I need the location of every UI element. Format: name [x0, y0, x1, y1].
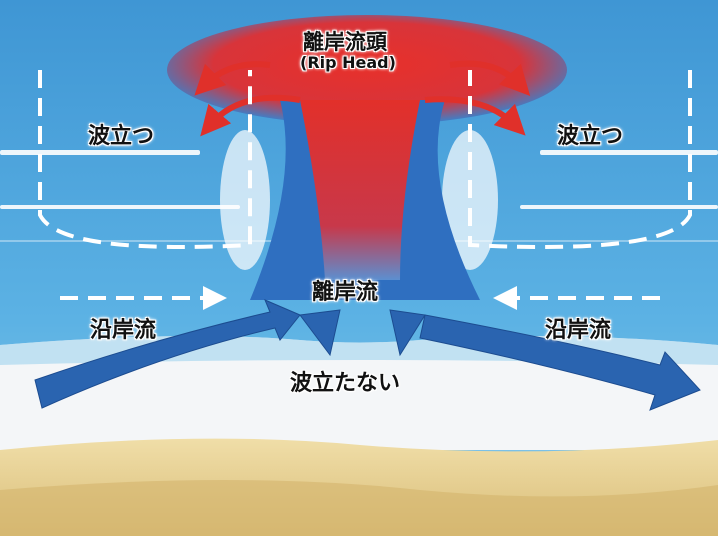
wave-zone-dashes — [38, 70, 692, 249]
rip-stem — [300, 100, 420, 280]
rip-head-arrows — [194, 60, 531, 137]
label-rip-current: 離岸流 — [312, 280, 379, 305]
label-no-waves: 波立たない — [290, 371, 401, 396]
label-waves-left: 波立つ — [88, 124, 155, 149]
label-waves-right: 波立つ — [557, 124, 624, 149]
label-longshore-left: 沿岸流 — [90, 318, 157, 343]
label-longshore-right: 沿岸流 — [545, 318, 612, 343]
label-rip-head: 離岸流頭 — [303, 30, 387, 54]
current-arrows — [34, 299, 701, 411]
label-rip-head-en: (Rip Head) — [300, 53, 396, 72]
